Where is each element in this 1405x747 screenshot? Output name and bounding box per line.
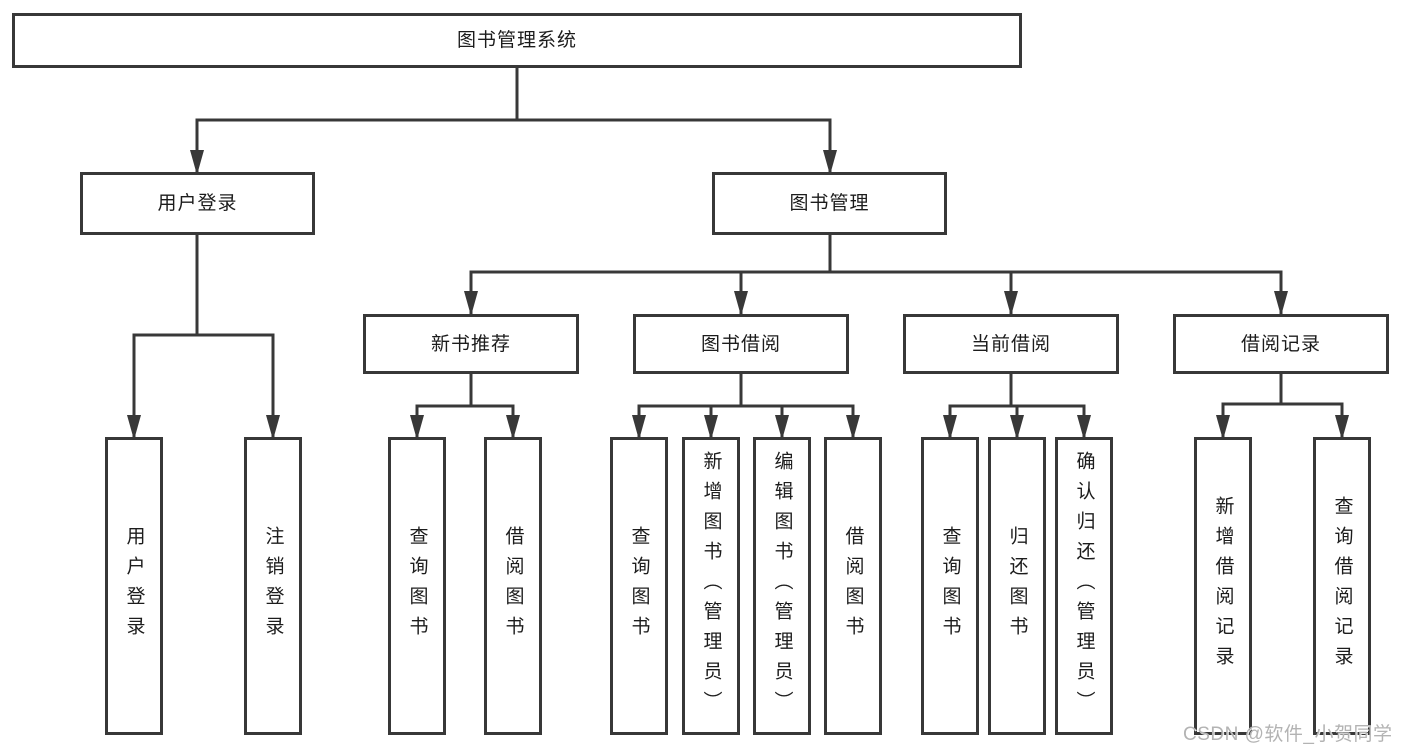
node-bb-query-book-leaf: 查询图书 [610,437,668,735]
node-book-borrow: 图书借阅 [633,314,849,374]
node-new-book-recommend: 新书推荐 [363,314,579,374]
connector-userlogin-to-children [127,233,280,442]
node-root-title: 图书管理系统 [12,13,1022,68]
node-bb-borrow-book-leaf: 借阅图书 [824,437,882,735]
node-book-management: 图书管理 [712,172,947,235]
node-br-add-record-leaf: 新增借阅记录 [1194,437,1252,735]
node-logout-leaf: 注销登录 [244,437,302,735]
node-borrow-record: 借阅记录 [1173,314,1389,374]
connector-borrowrecord-to-children [1216,372,1349,442]
node-bb-add-book-leaf: 新增图书（管理员） [682,437,740,735]
connector-bookmgmt-to-level3 [464,233,1288,318]
node-br-query-record-leaf: 查询借阅记录 [1313,437,1371,735]
node-bb-edit-book-leaf: 编辑图书（管理员） [753,437,811,735]
connector-root-to-level2 [190,66,837,177]
node-current-borrow: 当前借阅 [903,314,1119,374]
csdn-watermark: CSDN @软件_小贺同学 [1183,724,1393,745]
node-cb-return-book-leaf: 归还图书 [988,437,1046,735]
node-user-login-group: 用户登录 [80,172,315,235]
node-nb-borrow-book-leaf: 借阅图书 [484,437,542,735]
connector-newbookrec-to-children [410,372,520,442]
connector-bookborrow-to-children [632,372,860,442]
node-nb-query-book-leaf: 查询图书 [388,437,446,735]
node-user-login-leaf: 用户登录 [105,437,163,735]
connector-currentborrow-to-children [943,372,1091,442]
node-cb-confirm-return-leaf: 确认归还（管理员） [1055,437,1113,735]
node-cb-query-book-leaf: 查询图书 [921,437,979,735]
